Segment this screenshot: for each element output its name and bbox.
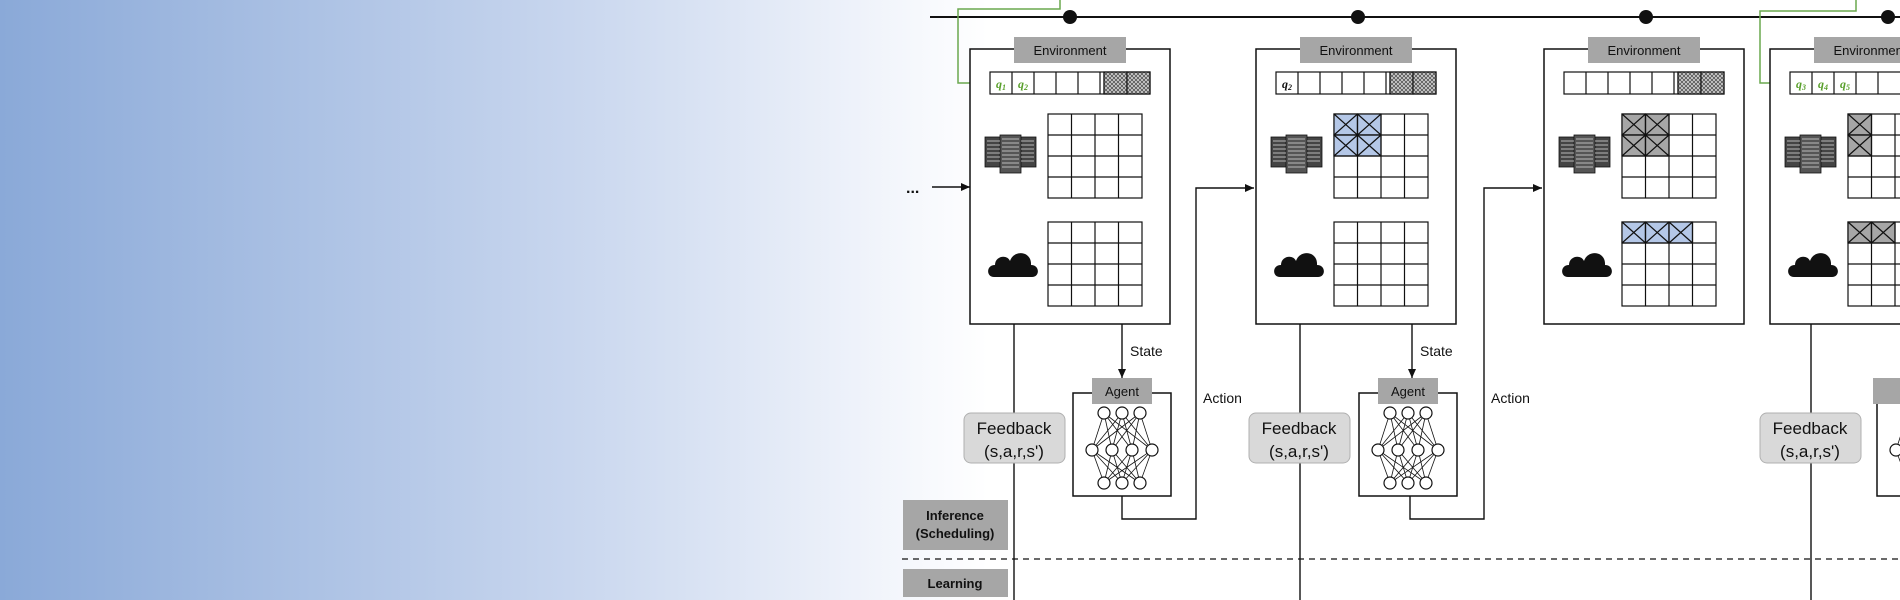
queue-item-label: q5 [1840, 77, 1850, 92]
neural-network-icon [1889, 436, 1900, 463]
neuron-node [1371, 443, 1385, 457]
environment-3: Environment [1543, 37, 1745, 325]
neuron-node [1401, 406, 1415, 420]
feedback-box: Feedback (s,a,r,s') [963, 412, 1066, 464]
queue-item-label: q2 [1018, 77, 1028, 92]
server-icon [984, 134, 1037, 174]
environment-label-box [1588, 37, 1700, 63]
agent-label-box [1873, 378, 1900, 404]
feedback-tuple: (s,a,r,s') [1780, 442, 1840, 461]
environment-2: Environment q2 [1255, 37, 1457, 325]
server-icon [1270, 134, 1323, 174]
agent-label: Agent [1105, 384, 1139, 399]
job-queue [1275, 71, 1437, 95]
green-arrow [957, 0, 1061, 87]
feedback-text: Feedback [1262, 419, 1337, 438]
ellipsis-text: ... [906, 180, 919, 197]
environment-4: Environment q3 q4 q5 [1769, 37, 1900, 325]
agent-label: Agent [1391, 384, 1425, 399]
queue-item-label: q3 [1796, 77, 1806, 92]
neuron-node [1391, 443, 1405, 457]
queue-item-label: q4 [1818, 77, 1828, 92]
feedback-box: Feedback (s,a,r,s') [1759, 412, 1862, 464]
timeline-dot [1881, 10, 1895, 24]
neuron-node [1383, 406, 1397, 420]
queue-slot: q2 [1282, 77, 1292, 92]
agent-1: Agent [1072, 378, 1172, 497]
feedback-tuple: (s,a,r,s') [1269, 442, 1329, 461]
queue-slot: q1 q2 [996, 77, 1028, 92]
learning-label-box: Learning [903, 569, 1008, 597]
environment-label-box [1300, 37, 1412, 63]
job-queue [1789, 71, 1900, 95]
job-queue [1563, 71, 1725, 95]
neuron-node [1411, 443, 1425, 457]
agent-label-box [1378, 378, 1438, 404]
server-resource-grid [1847, 113, 1900, 199]
server-icon [1558, 134, 1611, 174]
neuron-node [1085, 443, 1099, 457]
feedback-box: Feedback (s,a,r,s') [1248, 412, 1351, 464]
server-icon [1784, 134, 1837, 174]
action-arrow [1409, 184, 1542, 520]
neuron-node [1419, 406, 1433, 420]
queue-item-label: q1 [996, 77, 1006, 92]
inference-label: Inference [926, 508, 984, 523]
cloud-resource-grid [1847, 221, 1900, 307]
environment-label: Environment [1608, 43, 1681, 58]
environment-label-box [1014, 37, 1126, 63]
neural-network-icon [1085, 406, 1159, 490]
job-queue [989, 71, 1151, 95]
cloud-resource-grid [1621, 221, 1717, 307]
server-resource-grid [1047, 113, 1143, 199]
environment-1: Environment q1 q2 [969, 37, 1171, 325]
action-arrow [1121, 184, 1254, 520]
neuron-node [1097, 476, 1111, 490]
neuron-node [1889, 443, 1900, 457]
state-label: State [1420, 343, 1453, 359]
neuron-node [1115, 406, 1129, 420]
timeline-dot [1639, 10, 1653, 24]
cloud-resource-grid [1333, 221, 1429, 307]
environment-label: Environment [1320, 43, 1393, 58]
cloud-resource-grid [1047, 221, 1143, 307]
timeline-dot [1063, 10, 1077, 24]
inference-sublabel: (Scheduling) [916, 526, 995, 541]
neuron-node [1097, 406, 1111, 420]
feedback-text: Feedback [977, 419, 1052, 438]
neuron-node [1145, 443, 1159, 457]
server-resource-grid [1333, 113, 1429, 199]
queue-slot: q3 q4 q5 [1796, 77, 1850, 92]
environment-label-box [1814, 37, 1900, 63]
agent-4 [1873, 378, 1900, 497]
neuron-node [1115, 476, 1129, 490]
learning-label: Learning [928, 576, 983, 591]
inference-label-box: Inference (Scheduling) [903, 500, 1008, 550]
neuron-node [1105, 443, 1119, 457]
feedback-tuple: (s,a,r,s') [984, 442, 1044, 461]
server-resource-grid [1621, 113, 1717, 199]
neuron-node [1133, 406, 1147, 420]
neuron-node [1383, 476, 1397, 490]
neuron-node [1133, 476, 1147, 490]
agent-label-box [1092, 378, 1152, 404]
neural-network-icon [1371, 406, 1445, 490]
action-label: Action [1203, 390, 1242, 406]
agent-2: Agent [1358, 378, 1458, 497]
timeline-dot [1351, 10, 1365, 24]
queue-item-label: q2 [1282, 77, 1292, 92]
environment-label: Environment [1034, 43, 1107, 58]
feedback-text: Feedback [1773, 419, 1848, 438]
neuron-node [1125, 443, 1139, 457]
action-label: Action [1491, 390, 1530, 406]
environment-label: Environment [1834, 43, 1900, 58]
neuron-node [1401, 476, 1415, 490]
neuron-node [1419, 476, 1433, 490]
state-label: State [1130, 343, 1163, 359]
neuron-node [1431, 443, 1445, 457]
